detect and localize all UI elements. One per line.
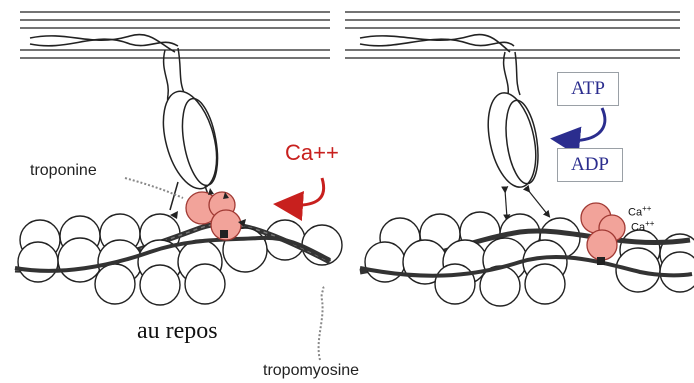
right-panel-thick-filament xyxy=(345,12,680,95)
atp-box: ATP xyxy=(557,72,619,106)
calcium-right-label-2: Ca++ xyxy=(631,219,654,234)
troponine-pointer xyxy=(125,178,183,198)
troponine-label: troponine xyxy=(30,162,97,180)
tropomyosine-label: tropomyosine xyxy=(263,362,359,380)
atp-adp-arrow xyxy=(565,108,605,140)
left-troponin-complex xyxy=(186,192,241,240)
at-rest-label: au repos xyxy=(137,318,218,345)
right-cross-bridge xyxy=(505,190,548,218)
adp-box: ADP xyxy=(557,148,623,182)
right-myosin-head xyxy=(481,88,544,191)
calcium-arrow xyxy=(288,178,324,205)
calcium-right-label-1: Ca++ xyxy=(628,204,651,219)
tropomyosine-pointer xyxy=(319,286,324,360)
calcium-label: Ca++ xyxy=(285,140,339,166)
